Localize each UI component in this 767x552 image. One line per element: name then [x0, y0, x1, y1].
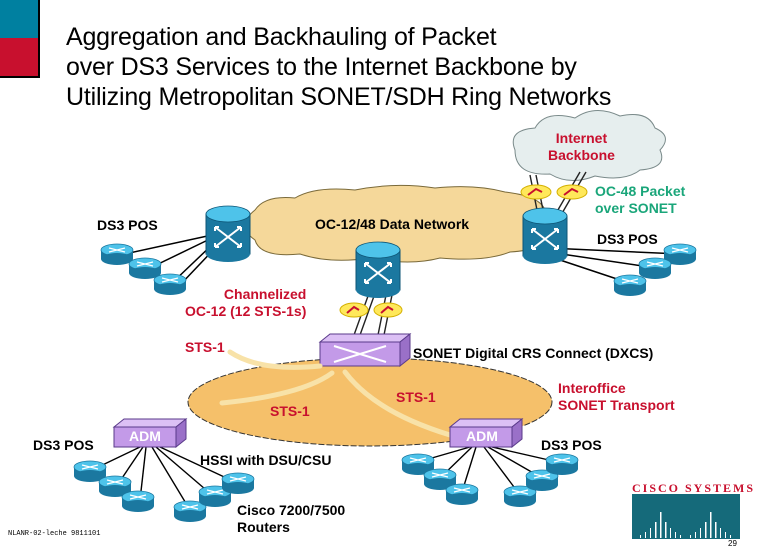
ds3-pos-top-right: DS3 POS [597, 231, 658, 247]
oc48-label: OC-48 Packet over SONET [595, 183, 685, 217]
title-line-3: Utilizing Metropolitan SONET/SDH Ring Ne… [66, 83, 612, 111]
switch-right [522, 207, 568, 265]
channelized-label: Channelized OC-12 (12 STS-1s) [185, 286, 306, 320]
optical-interface-icons [339, 184, 588, 318]
internet-backbone-cloud [512, 110, 666, 181]
dxcs-device [318, 332, 412, 368]
slide-title: Aggregation and Backhauling of Packet ov… [66, 22, 611, 112]
oc48-line-2: over SONET [595, 200, 677, 216]
backbone-label: Backbone [548, 147, 615, 163]
internet-backbone-label: Internet Backbone [548, 130, 615, 164]
data-network-label: OC-12/48 Data Network [315, 216, 470, 232]
ds3-pos-top-left: DS3 POS [97, 217, 158, 233]
cisco-routers-line-2: Routers [237, 519, 290, 535]
footer-id: NLANR-02-leche 9811101 [8, 530, 101, 538]
interoffice-line-2: SONET Transport [558, 397, 675, 413]
ds3-pos-bottom-right: DS3 POS [541, 437, 602, 453]
channelized-line-1: Channelized [223, 286, 307, 302]
title-line-1: Aggregation and Backhauling of Packet [66, 23, 497, 51]
adm-left-label: ADM [129, 428, 161, 444]
switch-center [355, 241, 401, 299]
sts1-label-a: STS-1 [185, 339, 225, 355]
hssi-label: HSSI with DSU/CSU [200, 452, 332, 468]
cisco-logo-text: CISCO SYSTEMS [632, 481, 756, 495]
oc48-line-1: OC-48 Packet [595, 183, 686, 199]
header-block-red [0, 38, 40, 78]
channelized-line-2: OC-12 (12 STS-1s) [185, 303, 307, 319]
cisco-routers-label: Cisco 7200/7500 Routers [237, 502, 345, 536]
sts1-label-b: STS-1 [270, 403, 310, 419]
internet-label: Internet [555, 130, 608, 146]
interoffice-line-1: Interoffice [558, 380, 626, 396]
ds3-pos-bottom-left: DS3 POS [33, 437, 94, 453]
header-block-blue [0, 0, 40, 38]
cisco-routers-line-1: Cisco 7200/7500 [237, 502, 346, 518]
dxcs-label: SONET Digital CRS Connect (DXCS) [413, 345, 654, 361]
switch-left [205, 205, 251, 263]
adm-right-label: ADM [466, 428, 498, 444]
sts1-label-c: STS-1 [396, 389, 436, 405]
interoffice-label: Interoffice SONET Transport [558, 380, 675, 414]
cisco-logo [632, 494, 740, 539]
page-number: 29 [728, 539, 737, 548]
title-line-2: over DS3 Services to the Internet Backbo… [66, 53, 577, 81]
